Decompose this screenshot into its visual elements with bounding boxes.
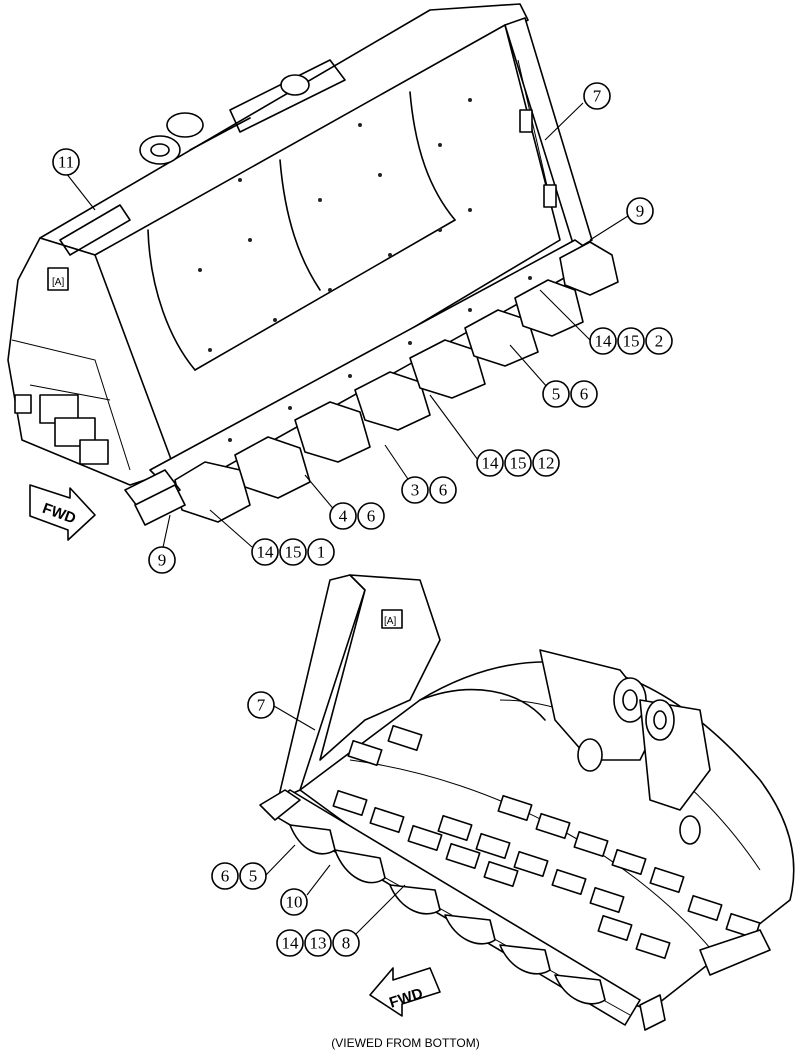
svg-text:6: 6 [439, 481, 448, 500]
callout-11: 11 [52, 148, 80, 176]
callout-1: 1 [307, 538, 335, 566]
svg-text:6: 6 [367, 507, 376, 526]
svg-text:11: 11 [58, 153, 74, 172]
callout-4: 4 [329, 502, 357, 530]
svg-text:3: 3 [411, 481, 420, 500]
svg-text:1: 1 [317, 543, 326, 562]
fwd-arrow-lower: FWD [369, 967, 441, 1017]
callout-14-c: 14 [251, 538, 279, 566]
svg-text:14: 14 [595, 332, 613, 351]
upper-bucket-drawing: [A] [7, 3, 619, 526]
svg-text:[A]: [A] [384, 616, 396, 627]
svg-text:8: 8 [342, 934, 351, 953]
svg-text:10: 10 [286, 893, 303, 912]
callout-12: 12 [532, 449, 560, 477]
callout-6-lower: 6 [211, 862, 239, 890]
fwd-arrow-upper: FWD [29, 484, 96, 541]
svg-text:[A]: [A] [52, 277, 64, 288]
callout-14-a: 14 [589, 327, 617, 355]
upper-callouts: 11 7 9 14 15 2 5 6 14 15 12 3 6 4 6 9 14… [52, 82, 673, 574]
callout-3: 3 [401, 476, 429, 504]
svg-text:15: 15 [623, 332, 640, 351]
callout-7: 7 [583, 82, 611, 110]
svg-text:15: 15 [285, 543, 302, 562]
callout-14-lower: 14 [276, 929, 304, 957]
callout-6-c: 6 [357, 502, 385, 530]
callout-15-b: 15 [504, 449, 532, 477]
svg-text:7: 7 [257, 696, 266, 715]
svg-text:15: 15 [510, 454, 527, 473]
callout-5-lower: 5 [239, 862, 267, 890]
svg-text:12: 12 [538, 454, 555, 473]
callout-6-b: 6 [429, 476, 457, 504]
svg-text:14: 14 [257, 543, 275, 562]
callout-13: 13 [304, 929, 332, 957]
lower-callouts: 7 6 5 10 14 13 8 [211, 691, 360, 957]
svg-text:2: 2 [655, 332, 664, 351]
svg-text:13: 13 [310, 934, 327, 953]
callout-8: 8 [332, 929, 360, 957]
callout-9-left: 9 [148, 546, 176, 574]
svg-text:5: 5 [249, 867, 258, 886]
svg-text:6: 6 [221, 867, 230, 886]
lower-leader-lines [265, 705, 406, 941]
svg-text:9: 9 [158, 551, 167, 570]
callout-2: 2 [645, 327, 673, 355]
callout-14-b: 14 [476, 449, 504, 477]
svg-text:9: 9 [636, 202, 645, 221]
svg-text:14: 14 [482, 454, 500, 473]
upper-leader-lines [65, 102, 629, 553]
callout-6-a: 6 [570, 380, 598, 408]
svg-text:7: 7 [593, 87, 602, 106]
callout-5-a: 5 [542, 380, 570, 408]
svg-text:5: 5 [552, 385, 561, 404]
svg-text:14: 14 [282, 934, 300, 953]
callout-10: 10 [280, 888, 308, 916]
callout-9-right: 9 [626, 197, 654, 225]
callout-15-a: 15 [617, 327, 645, 355]
lower-bucket-drawing: [A] [259, 574, 795, 1031]
svg-text:4: 4 [339, 507, 348, 526]
callout-7-lower: 7 [247, 691, 275, 719]
view-caption: (VIEWED FROM BOTTOM) [331, 1036, 480, 1050]
callout-15-c: 15 [279, 538, 307, 566]
svg-text:6: 6 [580, 385, 589, 404]
